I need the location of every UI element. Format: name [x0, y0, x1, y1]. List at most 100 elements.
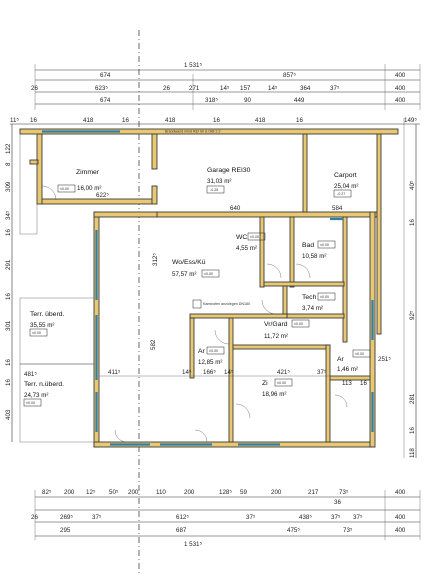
- left-dim: 8: [5, 162, 12, 166]
- bottom-dim: 687: [176, 527, 187, 534]
- zi-east-wall: [325, 344, 331, 443]
- inner-dim: 584: [332, 205, 343, 212]
- bottom-dim: 12⁵: [86, 489, 96, 496]
- room-ar-small-name: Ar: [337, 356, 345, 363]
- room-garage-tag: -0.25: [210, 188, 218, 192]
- bottom-dim: 217: [308, 489, 319, 496]
- left-dim: 16: [5, 293, 12, 300]
- zimmer-south-wall: [41, 198, 153, 205]
- top-dim: 11⁵: [10, 117, 19, 124]
- bottom-dim: 400: [395, 514, 406, 521]
- room-zi-name: Zi: [262, 380, 268, 387]
- level-tag-box: [29, 328, 48, 337]
- windows: [42, 130, 374, 446]
- top-beam-wall: [19, 128, 399, 135]
- right-dim: 92⁵: [409, 310, 416, 320]
- top-dim: 857⁵: [283, 72, 296, 79]
- bottom-dim: 200: [128, 489, 139, 496]
- inner-dim: 16: [360, 380, 367, 387]
- left-dim: 291: [5, 259, 12, 270]
- level-tag-box: [201, 269, 220, 278]
- inner-dim: 14⁵: [224, 369, 234, 376]
- room-ar-small-tag: ±0.00: [355, 352, 364, 356]
- bottom-dim: 59: [240, 489, 247, 496]
- left-dim: 301: [5, 320, 12, 331]
- stove-symbol: [192, 299, 202, 309]
- bottom-dim: 110: [156, 489, 166, 496]
- bottom-dim: 50⁵: [109, 489, 119, 496]
- bottom-dim: 475⁵: [287, 527, 300, 534]
- left-dim: 16: [5, 359, 12, 366]
- door-swings: [41, 185, 348, 443]
- room-terrace-open-name: Terr. n.überd.: [24, 381, 64, 388]
- inner-dim: 421⁵: [277, 369, 290, 376]
- bad-east-wall: [342, 216, 348, 343]
- west-strip-outline: [19, 133, 38, 235]
- room-carport-area: 25,04 m²: [334, 183, 358, 190]
- left-dim: 403: [5, 409, 12, 420]
- garage-carport-divider: [302, 133, 308, 213]
- room-bad-name: Bad: [302, 242, 314, 249]
- left-dim: 309: [5, 181, 12, 192]
- top-dim: 449: [294, 97, 305, 104]
- right-dim: 40⁵: [409, 180, 416, 190]
- inner-dim: 640: [230, 205, 241, 212]
- left-dim: 122: [5, 143, 12, 154]
- left-dimension-chain: 122 8 309 34⁵ 16 291 16 301 16 481⁵ 16 4…: [5, 124, 37, 442]
- stove-note: Kaminofen anzulegen DN180: [203, 302, 250, 306]
- bottom-dim: 73⁵: [343, 527, 353, 534]
- bottom-dim: 612⁵: [176, 514, 189, 521]
- level-tag-box: [57, 184, 76, 193]
- top-total-dim: 1 531⁵: [184, 62, 202, 69]
- room-wc-name: WC: [236, 234, 247, 241]
- room-zi-tag: ±0.00: [277, 381, 286, 385]
- room-wc-tag: ±0.00: [250, 235, 259, 239]
- room-bad-area: 10,58 m²: [302, 253, 326, 260]
- right-dim: 118: [409, 448, 416, 458]
- level-tag-box: [352, 349, 371, 358]
- carport-east-post: [376, 133, 382, 335]
- right-dimension-chain: 40⁵ 16 92⁵ 281 16 118: [409, 124, 417, 458]
- room-vr-gard-name: Vr/Gard: [264, 321, 288, 328]
- level-tag-box: [274, 378, 293, 387]
- level-tag-box: [23, 398, 42, 407]
- top-dim: 418: [83, 117, 94, 124]
- inner-dim: 166⁵: [203, 369, 216, 376]
- room-garage-name: Garage REI30: [207, 167, 251, 174]
- top-dim: 14⁵: [268, 85, 278, 92]
- room-zi-area: 18,96 m²: [262, 391, 286, 398]
- inner-dim: 411⁵: [108, 369, 121, 376]
- room-carport-tag: -0.27: [337, 192, 345, 196]
- ar-west-wall: [189, 317, 195, 379]
- room-tech-name: Tech: [302, 294, 317, 301]
- room-vr-gard-tag: ±0.00: [294, 322, 303, 326]
- bottom-dimension-chains: 82⁵ 200 12⁵ 50⁵ 200 110 200 128⁵ 59 200 …: [31, 489, 421, 548]
- top-dim: 14⁵: [220, 85, 230, 92]
- inner-dim: 251⁵: [378, 356, 391, 363]
- top-dim: 271: [189, 85, 200, 92]
- bottom-dim: 200: [271, 489, 282, 496]
- room-wo-ess-ku-tag: ±0.00: [204, 272, 213, 276]
- bottom-dim: 82⁵: [42, 489, 52, 496]
- room-tech-tag: ±0.00: [320, 295, 329, 299]
- room-terrace-open-area: 24,73 m²: [24, 392, 48, 399]
- tech-south-wall: [286, 313, 345, 319]
- room-tech-area: 3,74 m²: [302, 305, 323, 312]
- wall-stub: [29, 159, 39, 165]
- top-dim: 149⁵: [404, 117, 417, 124]
- house-north-wall-west: [93, 211, 158, 218]
- inner-dim: 113: [342, 380, 352, 387]
- right-dim: 16: [409, 219, 416, 226]
- top-dim: 16: [30, 117, 37, 124]
- top-dim: 157: [240, 85, 251, 92]
- level-tag-box: [333, 189, 352, 198]
- zimmer-west-wall: [36, 133, 43, 205]
- zimmer-east-wall: [151, 185, 158, 205]
- top-dim: 674: [100, 97, 111, 104]
- bottom-dim: 128⁵: [219, 489, 232, 496]
- firewall-note: Brandwand mind REI 90 & OIB 2.2: [165, 130, 221, 134]
- room-terrace-covered-area: 35,55 m²: [30, 322, 54, 329]
- room-wc-area: 4,55 m²: [236, 245, 257, 252]
- bottom-dim: 400: [395, 527, 406, 534]
